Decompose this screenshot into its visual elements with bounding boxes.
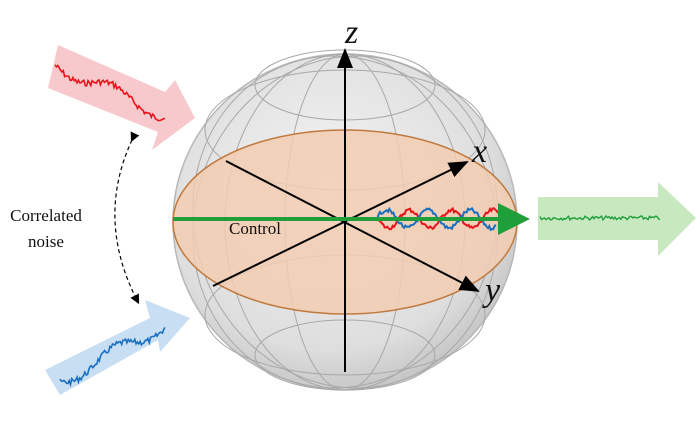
correlated-noise-line1: Correlated [10, 206, 82, 225]
z-axis-label: z [345, 14, 359, 51]
correlation-dashed-arrow [114, 131, 140, 305]
correlated-noise-line2: noise [28, 232, 64, 251]
red-noise-trace [54, 64, 166, 122]
x-axis [212, 161, 469, 287]
control-label: Control [229, 219, 281, 238]
y-axis-label: y [485, 272, 501, 309]
blue-noise-arrow [45, 300, 190, 395]
blue-noise-trace [59, 326, 166, 388]
green-output-trace [539, 214, 661, 222]
correlated-noise-label: Correlated noise [2, 203, 90, 255]
y-axis [225, 160, 480, 292]
x-axis-label: x [472, 133, 488, 170]
red-noise-arrow [48, 45, 195, 150]
